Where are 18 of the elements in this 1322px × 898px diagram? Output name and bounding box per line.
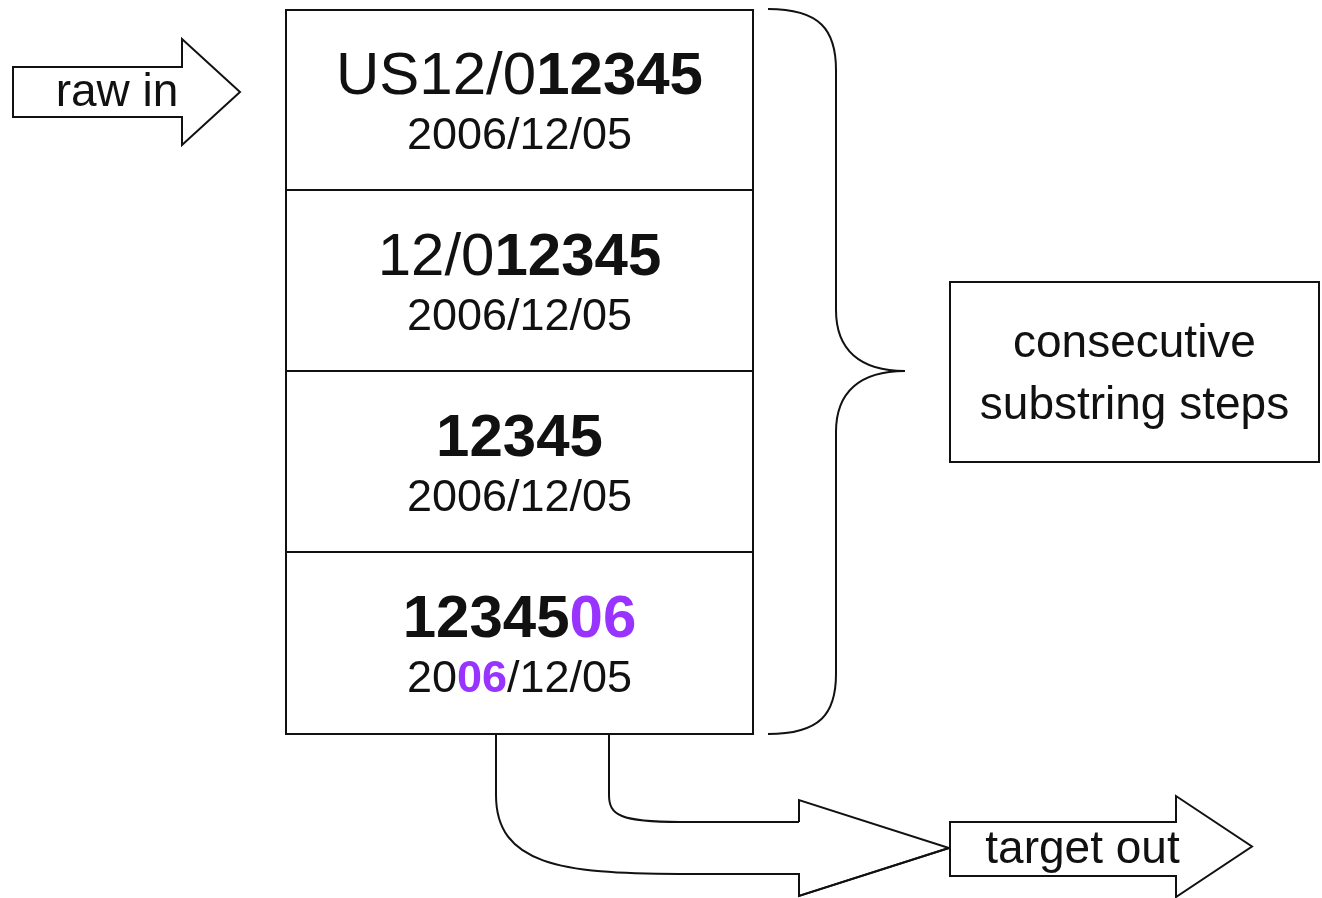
- application-number: 12/012345: [377, 221, 662, 288]
- arrow-label: target out: [984, 822, 1181, 873]
- application-number: 1234506: [402, 584, 637, 651]
- block-arrow: [949, 795, 1253, 898]
- table-cell: [285, 370, 754, 553]
- date-text: 2006/12/05: [406, 289, 633, 340]
- date-text: 2006/12/05: [406, 109, 633, 159]
- note-text: consecutive substring steps: [978, 313, 1291, 431]
- table-cell: [285, 551, 754, 735]
- block-arrow: [12, 38, 241, 146]
- application-number: 12345: [436, 402, 603, 469]
- application-number: US12/012345: [336, 41, 703, 108]
- table-cell: [285, 189, 754, 372]
- arrow-label: raw in: [54, 65, 180, 116]
- date-text: 2006/12/05: [406, 470, 633, 521]
- table-cell: [285, 9, 754, 191]
- note-box: [949, 281, 1320, 463]
- date-text: 2006/12/05: [406, 652, 633, 702]
